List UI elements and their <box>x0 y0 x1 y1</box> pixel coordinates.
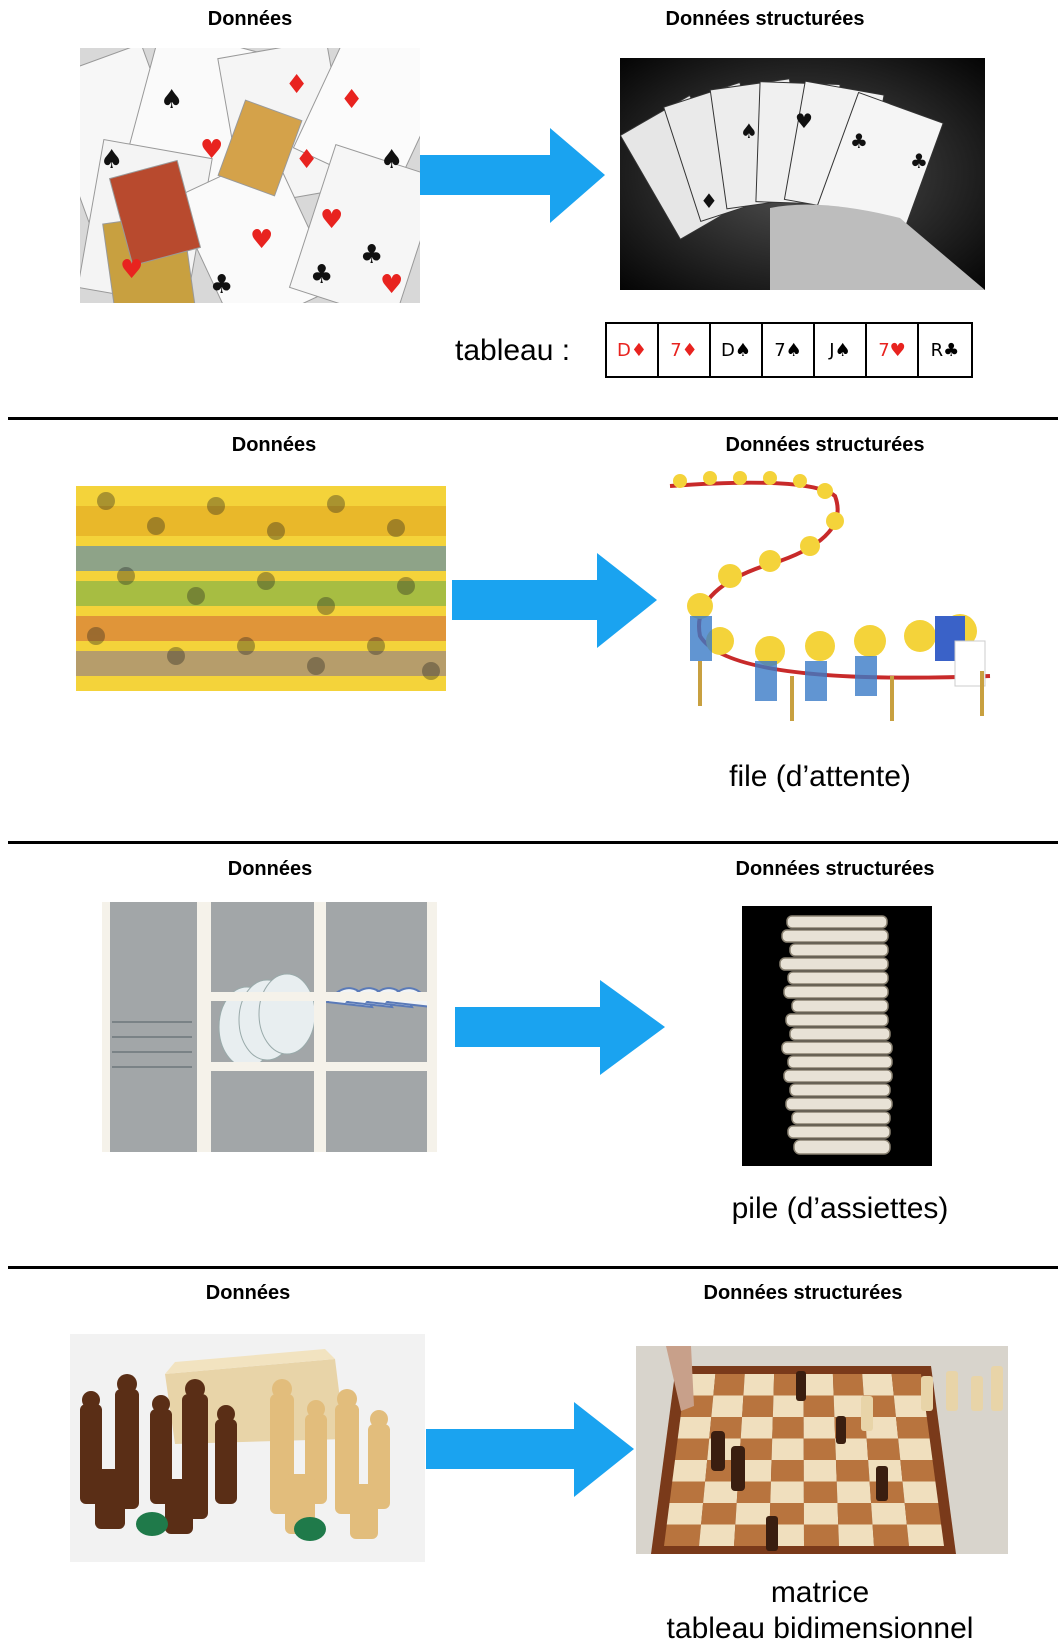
cards-table: D♦ 7♦ D♠ 7♠ J♠ 7♥ R♣ <box>605 322 973 378</box>
svg-text:♣: ♣ <box>850 129 868 153</box>
svg-text:♥: ♥ <box>250 225 273 255</box>
section2-arrow-icon <box>452 553 657 648</box>
section3-right-heading: Données structurées <box>735 858 935 880</box>
svg-text:♠: ♠ <box>740 119 758 143</box>
card-cell-1: D♦ <box>607 324 659 376</box>
svg-text:♦: ♦ <box>700 189 718 213</box>
queue-caption: file (d’attente) <box>729 760 911 793</box>
scattered-cards-image: ♥♥♥ ♦♦♥ ♦♥ ♠♣♣ ♠♠♣ <box>80 48 420 303</box>
loose-chess-pieces-image <box>70 1334 425 1562</box>
svg-text:♦: ♦ <box>295 145 318 175</box>
card-cell-7: R♣ <box>930 339 960 361</box>
card-cell-6: 7♥ <box>867 324 919 376</box>
plates-caption: pile (d’assiettes) <box>731 1192 949 1225</box>
section1-left-heading: Données <box>207 8 293 30</box>
chessboard-image <box>636 1346 1008 1554</box>
cartoon-crowd-image <box>76 486 446 691</box>
stack-of-plates-image <box>742 906 932 1166</box>
section3-arrow-icon <box>455 980 665 1075</box>
chess-caption-line1: matrice <box>770 1576 870 1609</box>
section-divider-3 <box>8 1266 1058 1269</box>
svg-text:♣: ♣ <box>310 260 333 290</box>
card-cell-5: J♠ <box>815 324 867 376</box>
fanned-cards-image: ♦ ♠ ♣ ♣ ♥ <box>620 58 985 290</box>
svg-text:♣: ♣ <box>210 270 233 300</box>
section2-right-heading: Données structurées <box>725 434 925 456</box>
svg-text:♥: ♥ <box>320 205 343 235</box>
section3-left-heading: Données <box>227 858 313 880</box>
svg-text:♠: ♠ <box>380 145 403 175</box>
section-divider-1 <box>8 417 1058 420</box>
card-cell-3: D♠ <box>711 324 763 376</box>
svg-text:♦: ♦ <box>285 70 308 100</box>
section4-right-heading: Données structurées <box>703 1282 903 1304</box>
svg-text:♥: ♥ <box>380 270 403 300</box>
svg-text:♦: ♦ <box>340 85 363 115</box>
section1-right-heading: Données structurées <box>665 8 865 30</box>
card-cell-4: 7♠ <box>763 324 815 376</box>
svg-text:♠: ♠ <box>100 145 123 175</box>
cupboard-plates-image <box>102 902 437 1152</box>
section4-left-heading: Données <box>205 1282 291 1304</box>
svg-text:♠: ♠ <box>160 85 183 115</box>
section2-left-heading: Données <box>231 434 317 456</box>
section4-arrow-icon <box>426 1402 634 1497</box>
svg-text:♣: ♣ <box>910 149 928 173</box>
section1-arrow-icon <box>420 128 605 223</box>
cartoon-queue-image <box>660 466 995 731</box>
tableau-label: tableau : <box>455 334 571 367</box>
chess-caption-line2: tableau bidimensionnel <box>666 1612 974 1645</box>
card-cell-2: 7♦ <box>659 324 711 376</box>
svg-text:♣: ♣ <box>360 240 383 270</box>
svg-text:♥: ♥ <box>200 135 223 165</box>
svg-text:♥: ♥ <box>795 109 813 133</box>
section-divider-2 <box>8 841 1058 844</box>
svg-text:♥: ♥ <box>120 255 143 285</box>
